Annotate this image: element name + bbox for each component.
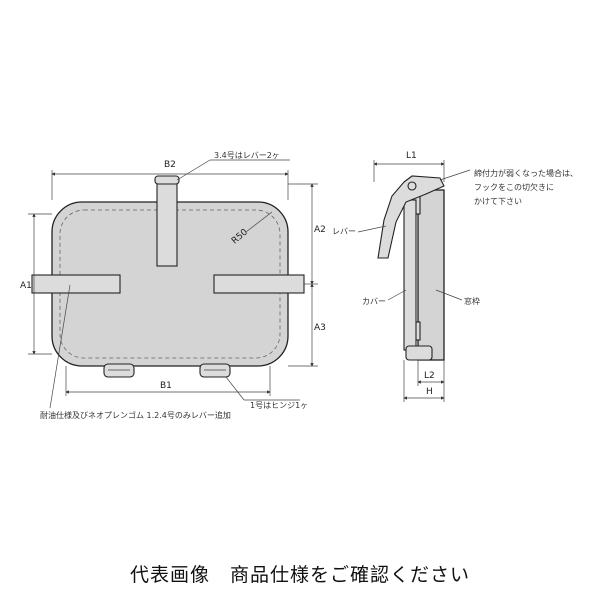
side-lever <box>377 175 445 259</box>
cover-label: カバー <box>362 297 386 306</box>
top-lever <box>156 179 178 267</box>
dim-a3: A3 <box>314 323 326 333</box>
dim-a2: A2 <box>314 225 326 235</box>
hook-note-line-1: 締付力が弱くなった場合は、 <box>474 168 578 178</box>
dim-b1: B1 <box>160 381 172 391</box>
side-hinge <box>405 345 433 361</box>
technical-drawing: B2 3.4号はレバー2ヶ R50 A1 A2 A3 B1 1号はヒンジ1ヶ 耐… <box>20 151 578 420</box>
hinge-note: 1号はヒンジ1ヶ <box>250 401 308 410</box>
representative-image-caption: 代表画像 商品仕様をご確認ください <box>129 564 470 586</box>
lever-note: 3.4号はレバー2ヶ <box>214 151 280 160</box>
hinge-left <box>103 363 135 378</box>
dim-h: H <box>426 387 433 397</box>
frame-body <box>417 189 445 361</box>
hinge-right <box>199 363 231 378</box>
left-lever <box>31 274 121 294</box>
cover-plate <box>403 199 417 351</box>
lever-label: レバー <box>332 227 356 236</box>
top-lever-cap <box>154 175 180 185</box>
hook-note-line-2: フックをこの切欠きに <box>474 182 554 192</box>
dim-l2: L2 <box>424 371 435 381</box>
dim-l1: L1 <box>406 151 417 161</box>
front-view: B2 3.4号はレバー2ヶ R50 A1 A2 A3 B1 1号はヒンジ1ヶ 耐… <box>20 151 326 420</box>
frame-label: 窓枠 <box>464 296 480 306</box>
right-lever <box>213 274 305 294</box>
dim-b2: B2 <box>164 160 176 170</box>
hook-note-line-3: かけて下さい <box>474 197 522 206</box>
side-view: L1 L2 H 締付力が弱くなった場合は、 フックをこの切欠きに かけて下さい … <box>332 151 578 402</box>
dim-a1: A1 <box>20 281 32 291</box>
gasket-note: 耐油仕様及びネオプレンゴム 1.2.4号のみレバー追加 <box>40 410 231 420</box>
